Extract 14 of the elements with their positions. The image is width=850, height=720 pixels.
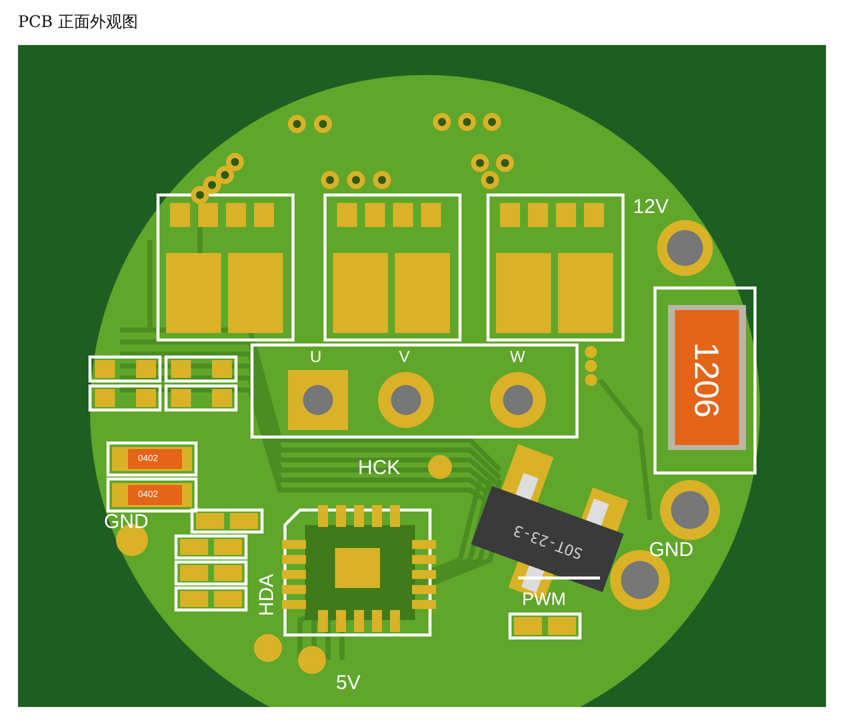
voltage-label: 12V <box>633 197 669 217</box>
component-marking: 0402 <box>138 490 158 499</box>
pin-label: GND <box>649 540 694 560</box>
voltage-label: 5V <box>336 673 360 693</box>
pin-label: HCK <box>358 458 400 478</box>
component-marking: 0402 <box>138 454 158 463</box>
pin-label: PWM <box>522 590 566 608</box>
phase-label: V <box>399 350 410 366</box>
phase-label: U <box>310 350 322 366</box>
pin-label: HDA <box>257 574 277 616</box>
phase-label: W <box>510 350 526 366</box>
component-marking: 1206 <box>689 342 723 418</box>
pin-label: GND <box>104 512 148 532</box>
figure-title: PCB 正面外观图 <box>18 12 138 33</box>
